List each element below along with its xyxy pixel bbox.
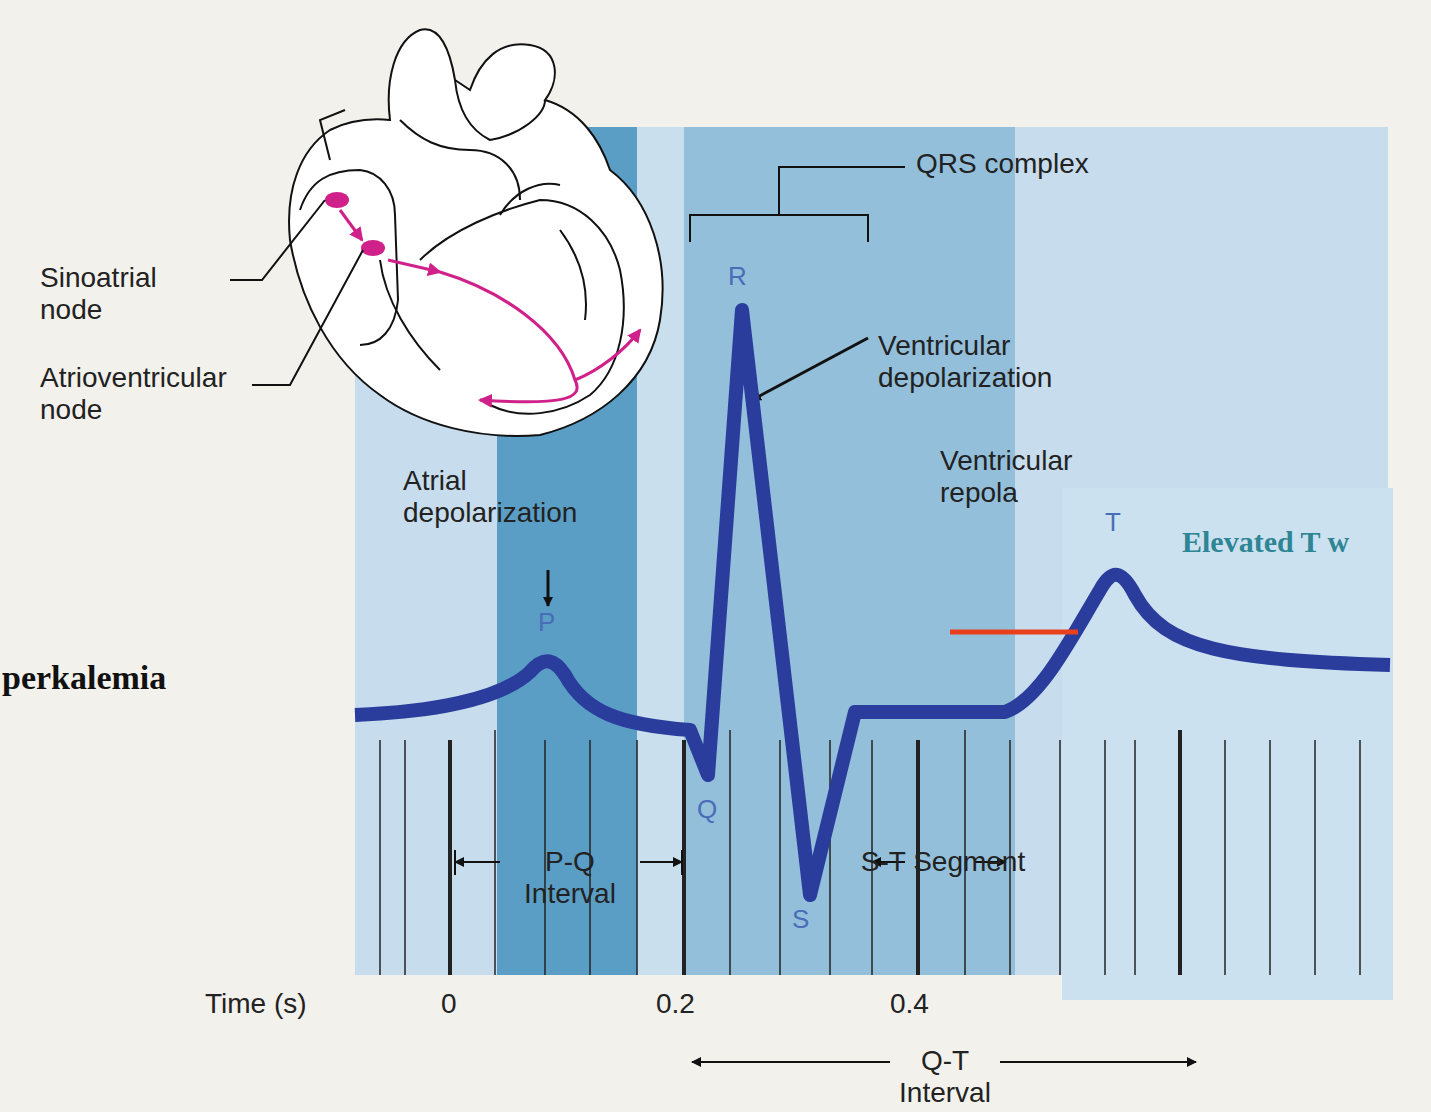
- part-label: Atrioventricular node: [40, 362, 255, 426]
- wave-letter: R: [728, 262, 747, 292]
- leader-line: [230, 200, 325, 280]
- grid-line: [636, 740, 638, 975]
- tick-label: 0.2: [656, 988, 695, 1020]
- pointer-arrow: [752, 338, 868, 400]
- wave-letter: Q: [697, 795, 717, 825]
- grid-line: [1269, 740, 1271, 975]
- grid-line: [448, 740, 452, 975]
- tick-label: 0: [441, 988, 457, 1020]
- grid-line: [1178, 730, 1182, 975]
- event-label: Atrial depolarization: [403, 465, 643, 529]
- grid-line: [494, 730, 496, 975]
- part-label: Sinoatrial node: [40, 262, 200, 326]
- grid-line: [379, 740, 381, 975]
- grid-line: [1134, 740, 1136, 975]
- grid-line: [829, 740, 831, 975]
- heart: [289, 29, 662, 436]
- grid-line: [1314, 740, 1316, 975]
- interval-label: Q-T Interval: [885, 1045, 1005, 1109]
- grid-line: [404, 740, 406, 975]
- wave-letter: P: [538, 608, 555, 638]
- axis-label: Time (s): [205, 988, 307, 1020]
- pointer-arrow: [547, 570, 550, 606]
- note-label: perkalemia: [2, 658, 166, 697]
- grid-line: [1359, 740, 1361, 975]
- grid-line: [1224, 740, 1226, 975]
- grid-line: [1104, 740, 1106, 975]
- grid-line: [682, 740, 686, 975]
- overlay-patch: [1062, 488, 1393, 1000]
- interval-label: S-T Segment: [858, 846, 1028, 878]
- ecg-waveform: [355, 310, 1390, 895]
- grid-line: [729, 730, 731, 975]
- grid-line: [1059, 740, 1061, 975]
- qrs-bracket: [690, 167, 905, 242]
- note-label: Elevated T w: [1182, 525, 1349, 560]
- grid-line: [779, 740, 781, 975]
- event-label: Ventricular repola: [940, 445, 1090, 509]
- wave-letter: T: [1105, 508, 1121, 538]
- elevation-marker: [950, 630, 1078, 635]
- tick-label: 0.4: [890, 988, 929, 1020]
- wave-letter: S: [792, 905, 809, 935]
- conduction-path: [325, 192, 640, 402]
- event-label: Ventricular depolarization: [878, 330, 1168, 394]
- grid-lines: [380, 730, 1360, 975]
- leader-line: [252, 250, 363, 385]
- part-label: QRS complex: [916, 148, 1089, 180]
- interval-label: P-Q Interval: [500, 846, 640, 910]
